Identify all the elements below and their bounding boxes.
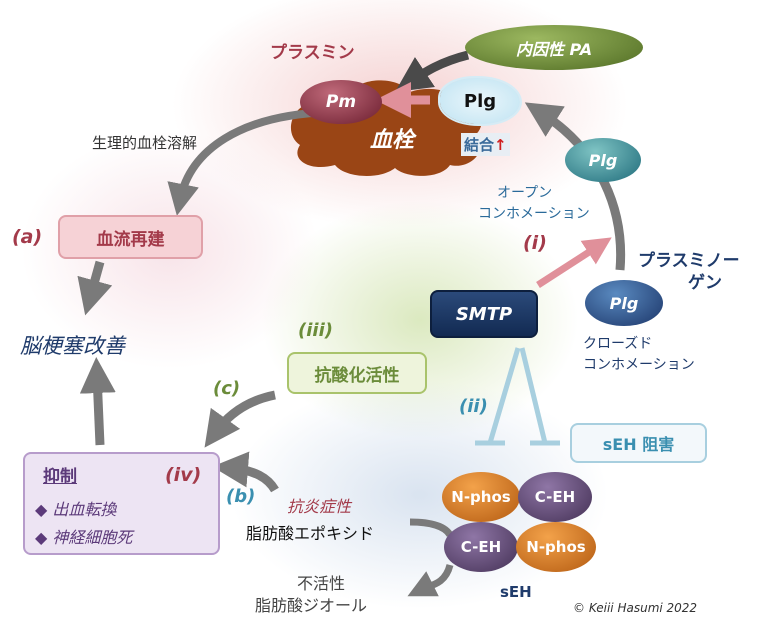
marker-iv: (iv) <box>165 464 202 486</box>
open-conformation-label-1: オープン <box>497 185 553 201</box>
inhibition-lines <box>475 347 560 446</box>
arrow-antioxidant-to-suppression <box>204 390 276 448</box>
blood-flow-restoration-box: 血流再建 <box>58 215 203 259</box>
closed-conformation-label-1: クローズド <box>583 336 653 352</box>
seh-n-phos-bottom: N-phos <box>516 522 596 572</box>
binding-label: 結合 <box>464 136 495 154</box>
plg-open-node: Plg <box>565 138 641 182</box>
epoxy-fatty-acid-label: 脂肪酸エポキシド <box>246 524 375 543</box>
plasminogen-label-1: プラスミノー <box>638 251 740 271</box>
bullet-icon: ◆ <box>35 528 48 547</box>
arrow-pa-to-pm <box>395 50 470 92</box>
closed-conformation-label-2: コンホメーション <box>583 357 695 373</box>
arrow-smtp-to-plg <box>536 237 612 288</box>
diol-fatty-acid-label: 脂肪酸ジオール <box>255 596 368 615</box>
antioxidant-activity-box: 抗酸化活性 <box>287 352 427 394</box>
arrow-suppression-to-improvement <box>79 357 116 446</box>
marker-a: (a) <box>12 226 43 248</box>
smtp-label: SMTP <box>455 303 513 325</box>
binding-badge: 結合↑ <box>461 133 510 156</box>
arrow-pm-to-restoration <box>167 108 331 216</box>
open-conformation-label-2: コンホメーション <box>478 206 590 222</box>
suppression-box: 抑制 (iv) ◆ 出血転換 ◆ 神経細胞死 <box>23 452 220 555</box>
pm-node: Pm <box>300 80 382 124</box>
thrombus-label: 血栓 <box>370 128 415 153</box>
plg-bound-label: Plg <box>463 90 497 112</box>
seh-c-eh-top: C-EH <box>518 472 592 522</box>
seh-label: sEH <box>500 583 532 601</box>
seh-inhibition-box: sEH 阻害 <box>570 423 707 463</box>
smtp-node: SMTP <box>430 290 538 338</box>
marker-i: (i) <box>523 232 547 254</box>
marker-c: (c) <box>213 378 241 399</box>
marker-iii: (iii) <box>298 320 333 341</box>
physiological-thrombolysis-label: 生理的血栓溶解 <box>92 134 198 152</box>
brain-infarct-improvement-label: 脳梗塞改善 <box>20 334 125 358</box>
arrow-restoration-to-improvement <box>77 260 113 316</box>
suppression-item-hemorrhagic: ◆ 出血転換 <box>35 496 116 520</box>
endogenous-pa-node: 内因性 PA <box>465 25 643 70</box>
plasminogen-label-2: ゲン <box>688 273 722 293</box>
suppression-item-neuronal: ◆ 神経細胞死 <box>35 524 132 548</box>
marker-ii: (ii) <box>459 396 488 417</box>
arrow-seh-to-diol <box>407 563 454 597</box>
seh-inhibition-label: sEH 阻害 <box>602 435 675 454</box>
plg-bound-cloud: Plg <box>440 78 520 124</box>
arrow-epoxide-to-suppression <box>212 451 279 493</box>
antioxidant-activity-label: 抗酸化活性 <box>314 365 400 386</box>
arrow-epoxide-to-seh <box>409 518 454 538</box>
seh-n-phos-top: N-phos <box>442 472 520 522</box>
bullet-icon: ◆ <box>35 500 48 519</box>
plg-closed-node: Plg <box>585 280 663 326</box>
suppression-title: 抑制 <box>43 467 77 487</box>
seh-c-eh-bottom: C-EH <box>444 522 518 572</box>
hemorrhagic-transformation-label: 出血転換 <box>52 500 117 519</box>
neuronal-death-label: 神経細胞死 <box>52 528 133 547</box>
marker-b: (b) <box>226 486 256 507</box>
blood-flow-restoration-label: 血流再建 <box>96 229 165 250</box>
anti-inflammatory-label: 抗炎症性 <box>287 497 352 516</box>
copyright-label: © Keiii Hasumi 2022 <box>573 601 698 615</box>
plasmin-label: プラスミン <box>270 43 355 63</box>
binding-up-arrow: ↑ <box>494 136 507 154</box>
inactive-label: 不活性 <box>297 574 346 593</box>
arrow-plg-open-to-bound <box>524 102 626 271</box>
